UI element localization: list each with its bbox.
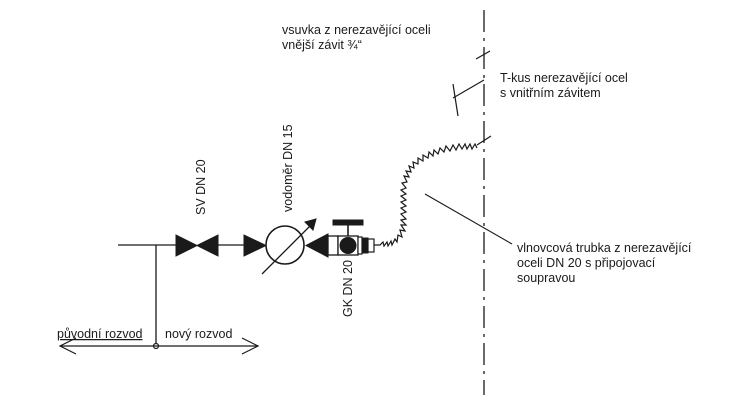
label-tkus-line1: T-kus nerezavějící ocel: [500, 71, 628, 85]
label-trubka-line2: oceli DN 20 s připojovací: [517, 256, 656, 270]
label-tkus-line2: s vnitřním závitem: [500, 86, 601, 100]
t-piece-body: [452, 83, 459, 117]
ball-valve-symbol: [327, 219, 375, 256]
label-trubka-line1: vlnovcová trubka z nerezavějící: [517, 241, 692, 255]
label-vodomer: vodoměr DN 15: [281, 124, 295, 212]
hose-leader-line: [424, 193, 513, 245]
meter-outlet-cone: [304, 233, 329, 258]
label-trubka-line3: soupravou: [517, 271, 575, 285]
label-vsuvka-line2: vnější závit ¾“: [282, 38, 362, 52]
label-gk: GK DN 20: [341, 260, 355, 317]
water-meter-symbol: [261, 218, 317, 275]
corrugated-hose: [374, 142, 478, 248]
distribution-arrow: [58, 337, 260, 355]
label-novy-rozvod: nový rozvod: [165, 327, 232, 341]
meter-inlet-cone: [243, 234, 268, 257]
t-piece-tick-top: [475, 50, 491, 60]
label-sv: SV DN 20: [194, 159, 208, 215]
label-vsuvka-line1: vsuvka z nerezavějící oceli: [282, 23, 431, 37]
shutoff-valve-symbol: [175, 234, 219, 257]
t-piece-tick-bottom: [476, 135, 492, 146]
nipple-line: [452, 79, 485, 99]
label-puvodni-rozvod: původní rozvod: [57, 327, 143, 341]
